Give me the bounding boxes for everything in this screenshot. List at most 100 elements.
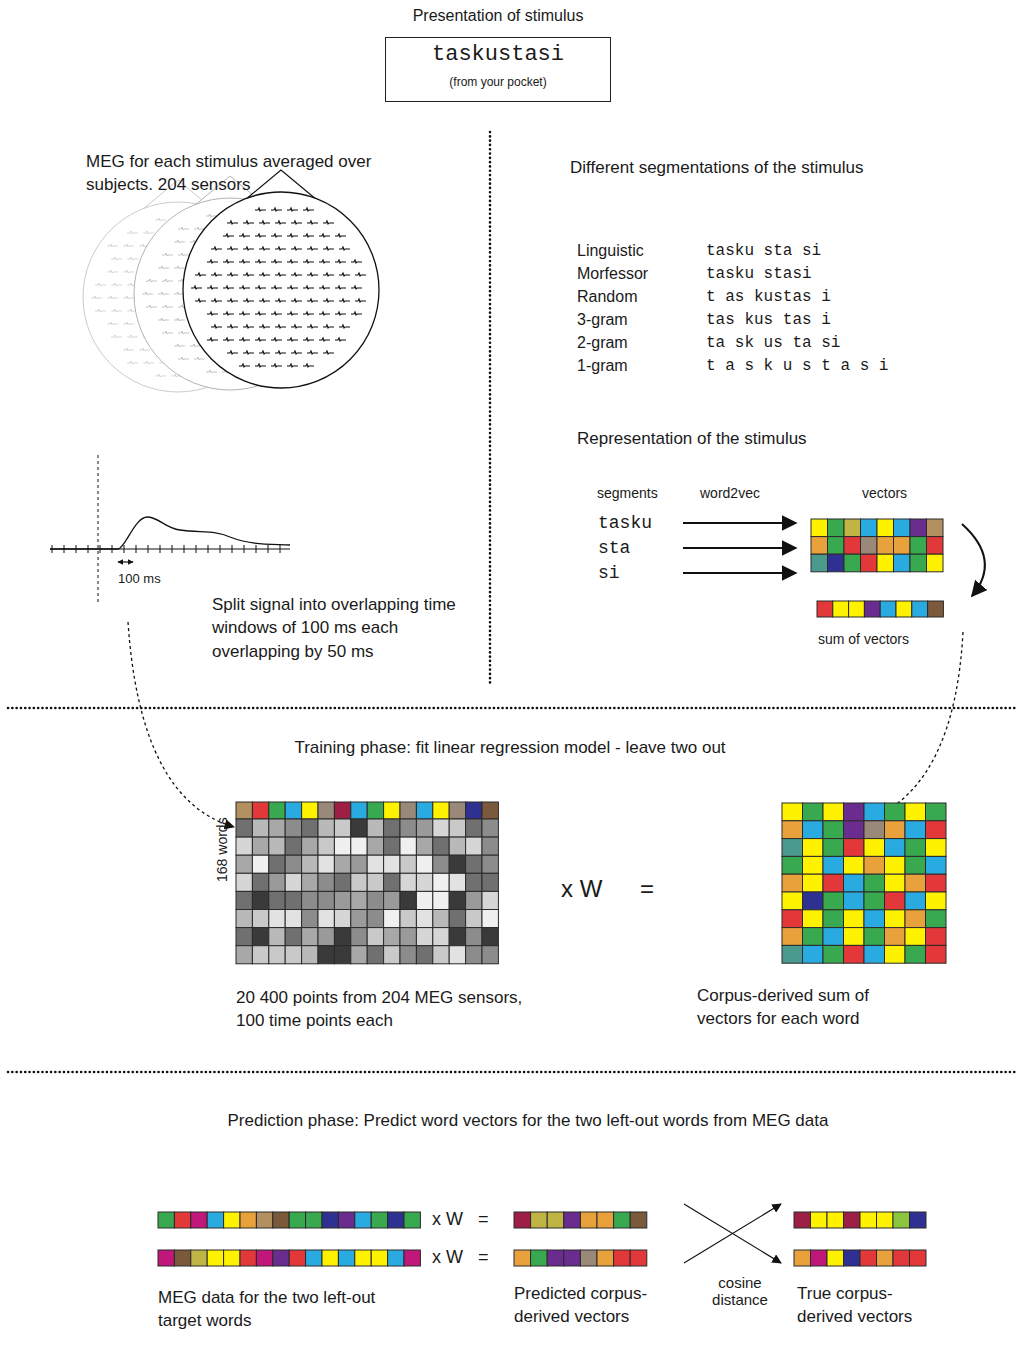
vector-cell	[864, 874, 885, 892]
meg-cell	[416, 946, 432, 964]
vector-cell	[416, 802, 432, 819]
meg-cell	[269, 819, 285, 837]
vector-cell	[877, 554, 894, 572]
axis-tick	[256, 545, 257, 553]
meg-cell	[302, 910, 318, 928]
meg-cell	[482, 873, 498, 891]
meg-cell	[318, 855, 334, 873]
vector-cell	[174, 1250, 190, 1266]
vector-cell	[404, 1250, 420, 1266]
vector-cell	[794, 1250, 811, 1266]
vector-cell	[926, 874, 947, 892]
vector-cell	[861, 519, 878, 537]
meg-cell	[466, 910, 482, 928]
meg-cell	[252, 910, 268, 928]
vector-cell	[844, 856, 865, 874]
meg-cell	[449, 946, 465, 964]
vector-cell	[927, 537, 944, 555]
vector-cell	[927, 519, 944, 537]
axis-tick	[244, 545, 245, 553]
axis-tick	[268, 545, 269, 553]
meg-cell	[269, 873, 285, 891]
meg-cell	[466, 873, 482, 891]
meg-cell	[334, 837, 350, 855]
vector-cell	[926, 821, 947, 839]
vector-cell	[355, 1212, 371, 1228]
vector-cell	[580, 1212, 597, 1228]
vector-cell	[240, 1250, 256, 1266]
operator-text: =	[640, 872, 654, 905]
vector-cell	[844, 519, 861, 537]
vector-cell	[782, 928, 803, 946]
meg-cell	[433, 873, 449, 891]
operator-text: =	[478, 1245, 489, 1270]
vector-cell	[782, 874, 803, 892]
vector-cell	[174, 1212, 190, 1228]
meg-cell	[269, 891, 285, 909]
vector-cell	[224, 1212, 240, 1228]
meg-head-illustration	[83, 170, 379, 392]
meg-cell	[482, 910, 498, 928]
vector-cell	[318, 802, 334, 819]
vector-cell	[823, 803, 844, 821]
vector-cell	[240, 1212, 256, 1228]
vector-cell	[433, 802, 449, 819]
vector-cell	[782, 821, 803, 839]
vector-cell	[823, 839, 844, 857]
caption-text: Corpus-derived sum of vectors for each w…	[697, 984, 897, 1031]
vector-cell	[844, 945, 865, 963]
vector-cell	[158, 1212, 174, 1228]
vector-cell	[367, 802, 383, 819]
phase-heading: Training phase: fit linear regression mo…	[294, 736, 725, 759]
vector-cell	[828, 519, 845, 537]
vector-cell	[531, 1250, 548, 1266]
meg-cell	[400, 873, 416, 891]
vector-cell	[864, 839, 885, 857]
meg-cell	[466, 891, 482, 909]
meg-cell	[334, 873, 350, 891]
meg-cell	[351, 837, 367, 855]
meg-cell	[269, 928, 285, 946]
meg-cell	[384, 891, 400, 909]
vector-cell	[782, 839, 803, 857]
meg-cell	[367, 891, 383, 909]
meg-cell	[400, 837, 416, 855]
vector-cell	[256, 1212, 272, 1228]
vector-cell	[823, 892, 844, 910]
meg-cell	[367, 928, 383, 946]
meg-cell	[302, 855, 318, 873]
meg-cell	[302, 873, 318, 891]
table-cell: Random	[577, 286, 637, 308]
vector-cell	[864, 821, 885, 839]
vector-cell	[844, 1212, 861, 1228]
vector-cell	[926, 945, 947, 963]
vector-cell	[371, 1212, 387, 1228]
meg-cell	[252, 837, 268, 855]
vector-cell	[823, 821, 844, 839]
vector-cell	[864, 803, 885, 821]
meg-cell	[351, 819, 367, 837]
vector-cell	[482, 802, 498, 819]
vector-cell	[547, 1212, 564, 1228]
column-label: vectors	[862, 484, 907, 503]
meg-cell	[334, 946, 350, 964]
head-outline	[183, 170, 379, 388]
stimulus-box: Presentation of stimulustaskustasi(from …	[385, 37, 611, 102]
meg-cell	[334, 819, 350, 837]
table-cell: 3-gram	[577, 309, 628, 331]
meg-cell	[466, 928, 482, 946]
vector-cell	[630, 1212, 647, 1228]
meg-cell	[433, 891, 449, 909]
vector-cell	[864, 856, 885, 874]
meg-cell	[302, 891, 318, 909]
vector-cell	[844, 892, 865, 910]
vector-cell	[256, 1250, 272, 1266]
vector-cell	[827, 1250, 844, 1266]
vector-cell	[306, 1250, 322, 1266]
meg-cell	[416, 910, 432, 928]
meg-cell	[285, 946, 301, 964]
meg-cell	[466, 946, 482, 964]
meg-cell	[384, 855, 400, 873]
vector-cell	[905, 928, 926, 946]
meg-cell	[416, 891, 432, 909]
